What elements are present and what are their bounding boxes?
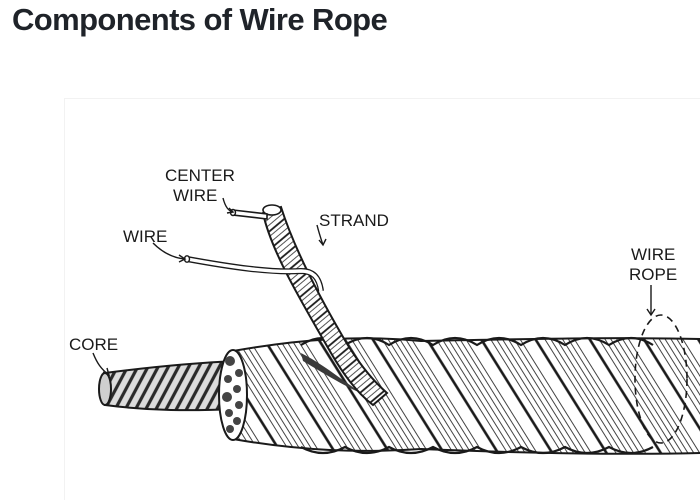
rope-cross-section <box>218 349 248 441</box>
page-title: Components of Wire Rope <box>12 2 388 37</box>
wire-rope-diagram: CENTER WIRE WIRE STRAND CORE WIRE ROPE <box>64 98 700 500</box>
core-illustration <box>98 359 238 412</box>
wire-rope-illustration: CENTER WIRE WIRE STRAND CORE WIRE ROPE <box>69 166 700 455</box>
center-wire-label-line2: WIRE <box>173 186 217 205</box>
core-label: CORE <box>69 335 118 354</box>
center-wire-illustration <box>229 208 268 220</box>
wire-illustration <box>183 255 324 292</box>
rope-body <box>232 336 700 455</box>
core-leader <box>92 352 110 376</box>
leader-lines <box>92 197 656 377</box>
wire-rope-label-line1: WIRE <box>631 245 675 264</box>
wire-leader <box>152 242 186 260</box>
wire-label: WIRE <box>123 227 167 246</box>
strand-label: STRAND <box>319 211 389 230</box>
center-wire-label-line1: CENTER <box>165 166 235 185</box>
wire-rope-marker <box>634 314 688 444</box>
wire-rope-label-line2: ROPE <box>629 265 677 284</box>
